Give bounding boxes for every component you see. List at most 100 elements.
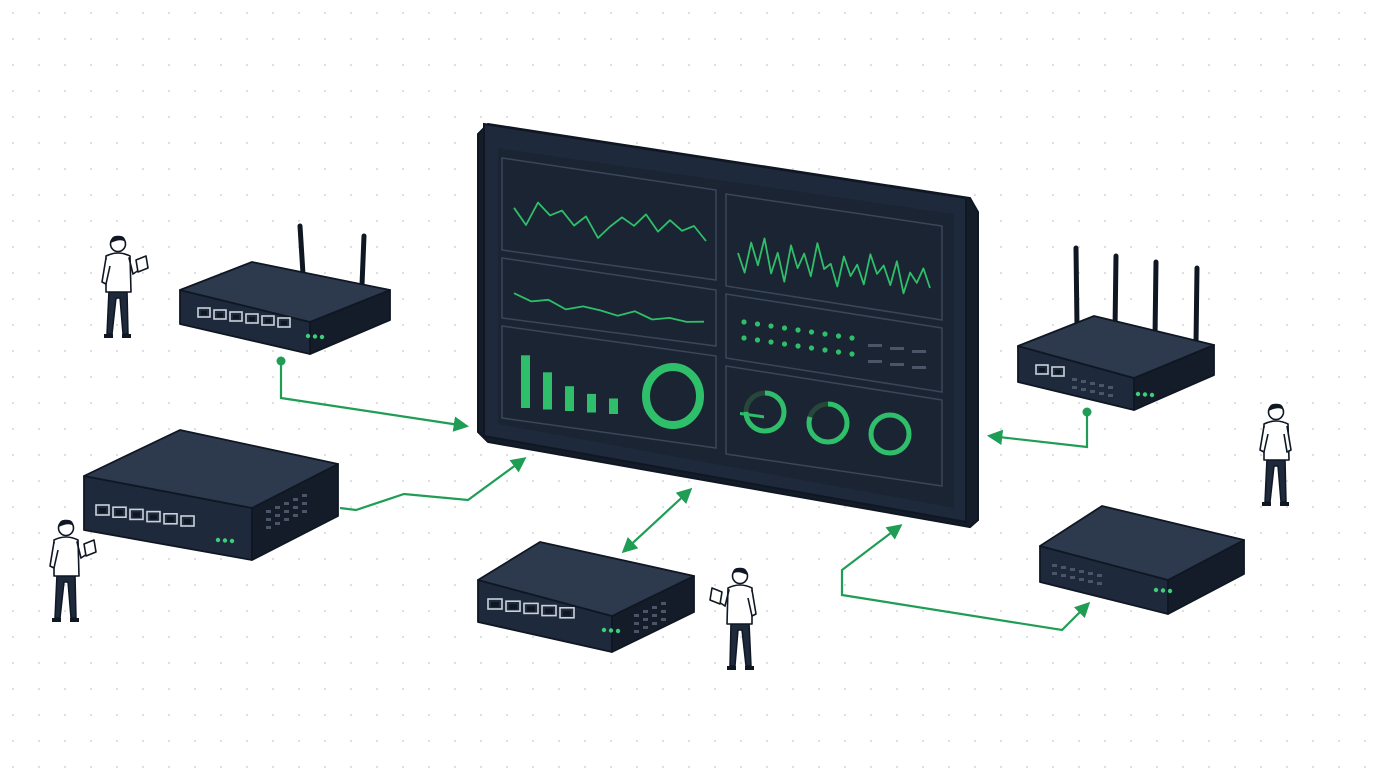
vent-slot [1072, 378, 1077, 381]
status-line-mark [912, 350, 926, 353]
vent-slot [302, 510, 307, 513]
indicator-dot [849, 335, 855, 341]
dashboard-bar-chart [521, 355, 618, 414]
vent-slot [1052, 564, 1057, 567]
chart-series-line [513, 292, 705, 323]
indicator-dot [754, 321, 761, 327]
person-shirt [105, 252, 132, 293]
person-legs [106, 289, 129, 335]
ethernet-port-socket [527, 606, 535, 612]
tablet-icon [135, 255, 149, 273]
indicator-dot [768, 323, 774, 329]
vent-slot [293, 506, 298, 509]
tablet-icon [83, 539, 97, 557]
ethernet-port [163, 512, 178, 525]
indicator-dot [849, 351, 855, 357]
indicator-dot [781, 341, 788, 347]
connections [276, 356, 1092, 632]
indicator-dot [808, 329, 815, 335]
ethernet-port-socket [491, 602, 499, 607]
ethernet-port-socket [509, 604, 517, 610]
device-top [179, 261, 391, 323]
antenna [297, 223, 306, 277]
indicator-dot [822, 347, 828, 353]
device-router-top-right [1017, 245, 1215, 411]
vent-slot [1079, 578, 1084, 581]
person-figure [49, 519, 97, 622]
bar-mark [565, 386, 574, 411]
antenna [1152, 259, 1159, 340]
ring-gauge-mark [868, 412, 912, 456]
device-switch-center [477, 541, 695, 653]
status-led [312, 334, 318, 339]
ethernet-port [180, 515, 195, 527]
vent-slot [275, 522, 280, 525]
antenna [1112, 253, 1119, 333]
connection-arrow [621, 487, 693, 554]
panel-frame [725, 365, 943, 487]
ethernet-port-socket [563, 610, 571, 616]
ethernet-port [229, 311, 243, 322]
person-figure [101, 235, 149, 338]
status-led [1167, 588, 1173, 594]
status-line-mark [868, 344, 882, 347]
person-arm [747, 589, 757, 617]
ethernet-port-socket [249, 317, 255, 321]
connection-arrow [279, 361, 470, 432]
status-line-mark [890, 347, 904, 350]
ethernet-port [95, 504, 110, 516]
connection-switch-right [840, 524, 1091, 632]
ethernet-port [129, 508, 144, 521]
indicator-dot [808, 345, 815, 351]
ethernet-port-socket [1039, 368, 1045, 372]
vent-slot [643, 626, 648, 629]
ethernet-port [1035, 364, 1049, 375]
status-led [305, 333, 311, 339]
vent-slot [1079, 570, 1084, 573]
ring-gauge-mark [642, 363, 704, 429]
vent-slot [1081, 388, 1086, 391]
person-arm [1283, 425, 1292, 453]
vent-slot [643, 610, 648, 613]
ethernet-port [1051, 366, 1065, 377]
ethernet-port [541, 604, 557, 617]
panel-frame [501, 325, 717, 449]
vent-slot [302, 494, 307, 497]
status-led [615, 628, 621, 634]
vent-slot [643, 618, 648, 621]
vent-slot [661, 610, 666, 613]
dashboard-ring-gauge [642, 363, 704, 429]
vent-slot [661, 618, 666, 621]
ethernet-port [523, 602, 539, 615]
vent-slot [1072, 386, 1077, 389]
status-led [608, 628, 614, 633]
vent-slot [1108, 394, 1113, 397]
chart-series-line [737, 237, 931, 295]
device-switch-right [1039, 505, 1245, 615]
person-legs [729, 621, 752, 667]
antenna [359, 233, 367, 288]
antenna [1193, 265, 1200, 346]
vent-slot [293, 514, 298, 517]
indicator-dot [795, 343, 801, 349]
vent-slot [266, 510, 271, 513]
vent-slot [284, 518, 289, 521]
panel-frame [501, 257, 717, 347]
vent-slot [284, 510, 289, 513]
person-legs [1264, 457, 1287, 503]
indicator-dot [741, 335, 747, 341]
vent-slot [652, 606, 657, 609]
vent-slot [634, 630, 639, 633]
ethernet-port-socket [184, 519, 191, 524]
vent-slot [266, 518, 271, 521]
status-led [1153, 587, 1159, 593]
people [49, 235, 1292, 670]
panel-frame [725, 193, 943, 321]
vent-slot [1099, 392, 1104, 395]
indicator-dot [754, 337, 761, 343]
dashboard-line-chart-1 [513, 201, 707, 242]
chart-series-line [513, 201, 707, 242]
dashboard-line-chart-2 [513, 292, 705, 323]
person-shoes [52, 618, 79, 622]
